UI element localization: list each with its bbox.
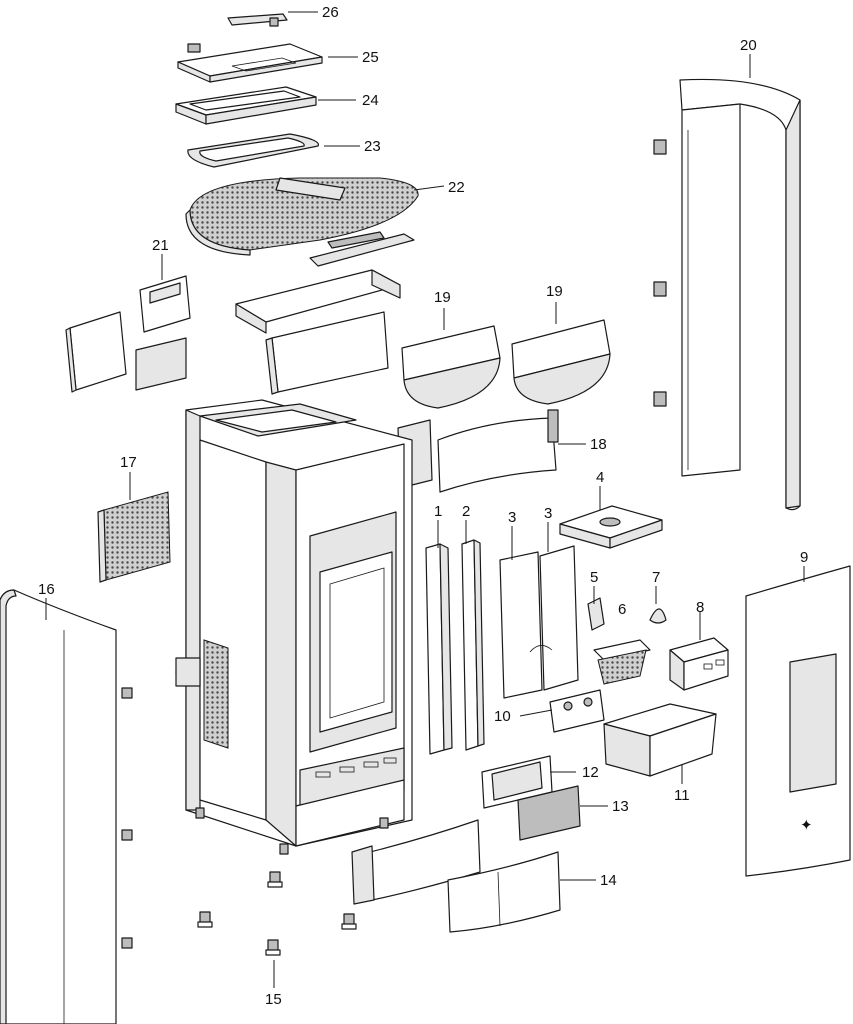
callout-15: 15 [265, 991, 282, 1008]
part-3-panel-right [529, 545, 579, 691]
foot [267, 871, 283, 888]
part-8-ash-box [669, 637, 729, 691]
callout-13: 13 [612, 798, 629, 815]
callout-26: 26 [322, 4, 339, 21]
callout-6: 6 [618, 601, 626, 618]
part-23-gasket [187, 133, 320, 168]
part-15-feet [197, 871, 357, 956]
logo: ✦ [800, 817, 813, 834]
part-13-plate [517, 785, 581, 841]
part-4-plate [559, 505, 663, 549]
callout-4: 4 [596, 469, 604, 486]
part-12-frame [481, 755, 553, 809]
part-20-right-cladding [653, 78, 801, 511]
callout-24: 24 [362, 92, 379, 109]
callout-9: 9 [800, 549, 808, 566]
part-17-heat-exchanger [97, 491, 171, 583]
part-6-burn-pot [593, 639, 651, 685]
foot [265, 939, 281, 956]
stove-body [175, 399, 413, 855]
callout-8: 8 [696, 599, 704, 616]
cladding-hinges [653, 139, 667, 407]
part-14-base-panel [447, 851, 561, 933]
callout-19-left: 19 [434, 289, 451, 306]
part-18-curved-panel [397, 409, 559, 493]
callout-16: 16 [38, 581, 55, 598]
top-deflector-assembly [235, 269, 401, 395]
callout-2: 2 [462, 503, 470, 520]
callout-12: 12 [582, 764, 599, 781]
part-26-top-cap [227, 13, 288, 27]
part-21-side-box [65, 275, 191, 393]
part-16-left-cladding [0, 589, 133, 1024]
callout-11: 11 [674, 787, 690, 804]
callout-20: 20 [740, 37, 757, 54]
part-10-bracket [549, 689, 605, 733]
callout-19-right: 19 [546, 283, 563, 300]
part-2-rail [461, 539, 485, 751]
callout-14: 14 [600, 872, 617, 889]
callout-1: 1 [434, 503, 442, 520]
part-3-panel-left [499, 551, 543, 699]
part-9-front-cladding: ✦ [745, 565, 851, 877]
callout-labels: 26 25 24 23 22 21 19 19 18 17 20 9 16 1 … [38, 4, 808, 1008]
part-22-grille [185, 177, 419, 267]
callout-10: 10 [494, 708, 511, 725]
part-11-ash-pan [603, 703, 717, 777]
part-19-baffle-right [511, 319, 611, 405]
part-5-bracket [587, 597, 605, 631]
callout-7: 7 [652, 569, 660, 586]
part-1-rail [425, 543, 453, 755]
part-25-top-lid [177, 43, 323, 83]
callout-25: 25 [362, 49, 379, 66]
callout-21: 21 [152, 237, 169, 254]
part-19-baffle-left [401, 325, 501, 409]
foot [341, 913, 357, 930]
part-24-top-frame [175, 86, 317, 125]
foot [197, 911, 213, 928]
callout-22: 22 [448, 179, 465, 196]
callout-17: 17 [120, 454, 137, 471]
part-7-deflector [649, 608, 667, 624]
callout-3-left: 3 [508, 509, 516, 526]
callout-5: 5 [590, 569, 598, 586]
vent-slots [315, 757, 397, 778]
callout-18: 18 [590, 436, 607, 453]
callout-23: 23 [364, 138, 381, 155]
leader-lines [45, 11, 805, 988]
callout-3-right: 3 [544, 505, 552, 522]
